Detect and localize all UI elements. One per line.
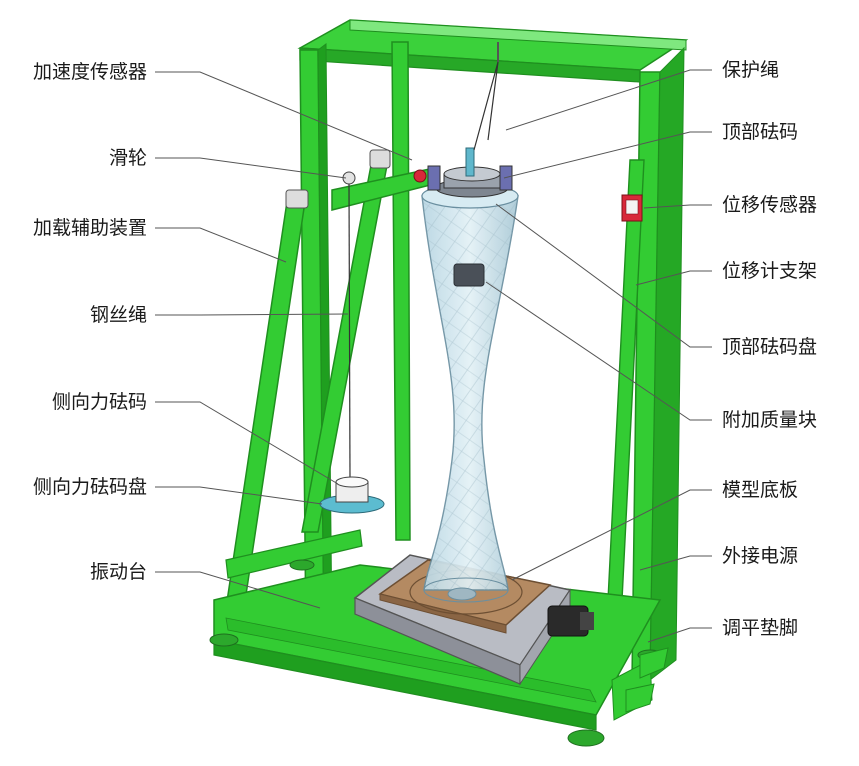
label-model-base-plate: 模型底板 — [722, 479, 799, 501]
safety-rope — [473, 42, 499, 151]
label-accelerometer: 加速度传感器 — [32, 61, 147, 83]
leader-lines — [155, 69, 712, 643]
top-weight — [413, 147, 513, 198]
label-additional-mass: 附加质量块 — [722, 409, 818, 431]
hyperbolic-model — [421, 183, 519, 603]
label-lateral-weight: 侧向力砝码 — [51, 391, 147, 413]
label-shaking-table: 振动台 — [89, 561, 147, 583]
label-steel-wire: 钢丝绳 — [89, 304, 147, 326]
label-external-power: 外接电源 — [722, 545, 799, 567]
label-safety-rope: 保护绳 — [722, 59, 780, 81]
lateral-weight — [319, 171, 385, 514]
label-leveling-foot: 调平垫脚 — [722, 617, 799, 639]
power-cables — [625, 647, 669, 713]
top-frame — [297, 19, 689, 83]
label-top-weight: 顶部砝码 — [722, 121, 799, 143]
label-loading-aid: 加载辅助装置 — [32, 217, 147, 239]
label-pulley: 滑轮 — [108, 147, 147, 169]
loading-aid-frame — [225, 149, 435, 609]
label-displacement-stand: 位移计支架 — [722, 260, 818, 282]
label-top-weight-pan: 顶部砝码盘 — [722, 336, 818, 358]
label-displacement-sensor: 位移传感器 — [722, 194, 818, 216]
label-lateral-weight-pan: 侧向力砝码盘 — [32, 476, 147, 498]
